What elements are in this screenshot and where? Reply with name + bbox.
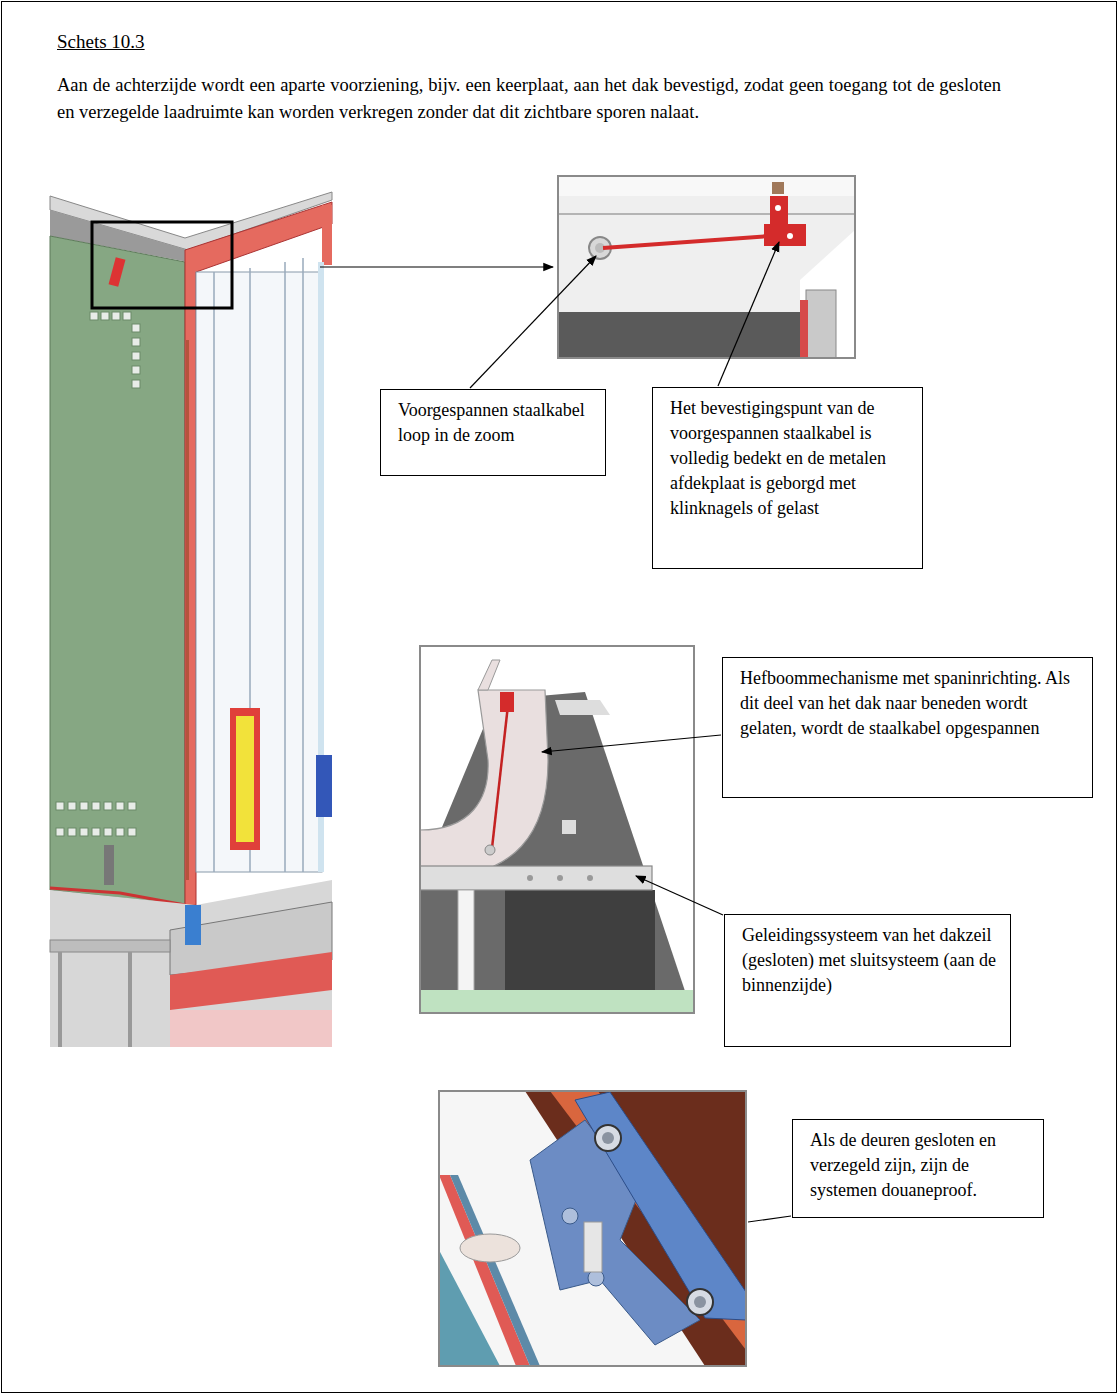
callout-text: Het bevestigingspunt van de voorgespanne… [670,396,912,521]
trailer-corner [50,192,332,1047]
callout-text: Geleidingssysteem van het dakzeil (geslo… [742,923,1000,998]
inset-cable-anchor [558,176,855,358]
intro-paragraph: Aan de achterzijde wordt een aparte voor… [57,72,1001,126]
inset-lever-mechanism [420,646,694,1013]
callout-text: Hefboommechanisme met spaninrichting. Al… [740,666,1082,741]
leader-arrow [320,266,553,267]
callout-box: Voorgespannen staalkabel loop in de zoom [380,389,606,476]
callout-box: Hefboommechanisme met spaninrichting. Al… [722,657,1093,798]
callout-text: Als de deuren gesloten en verzegeld zijn… [810,1128,1033,1203]
callout-text: Voorgespannen staalkabel loop in de zoom [398,398,595,448]
inset-door-hinge [439,1091,746,1366]
callout-box: Geleidingssysteem van het dakzeil (geslo… [724,914,1011,1047]
callout-box: Het bevestigingspunt van de voorgespanne… [652,387,923,569]
sketch-title: Schets 10.3 [57,31,145,53]
callout-box: Als de deuren gesloten en verzegeld zijn… [792,1119,1044,1218]
